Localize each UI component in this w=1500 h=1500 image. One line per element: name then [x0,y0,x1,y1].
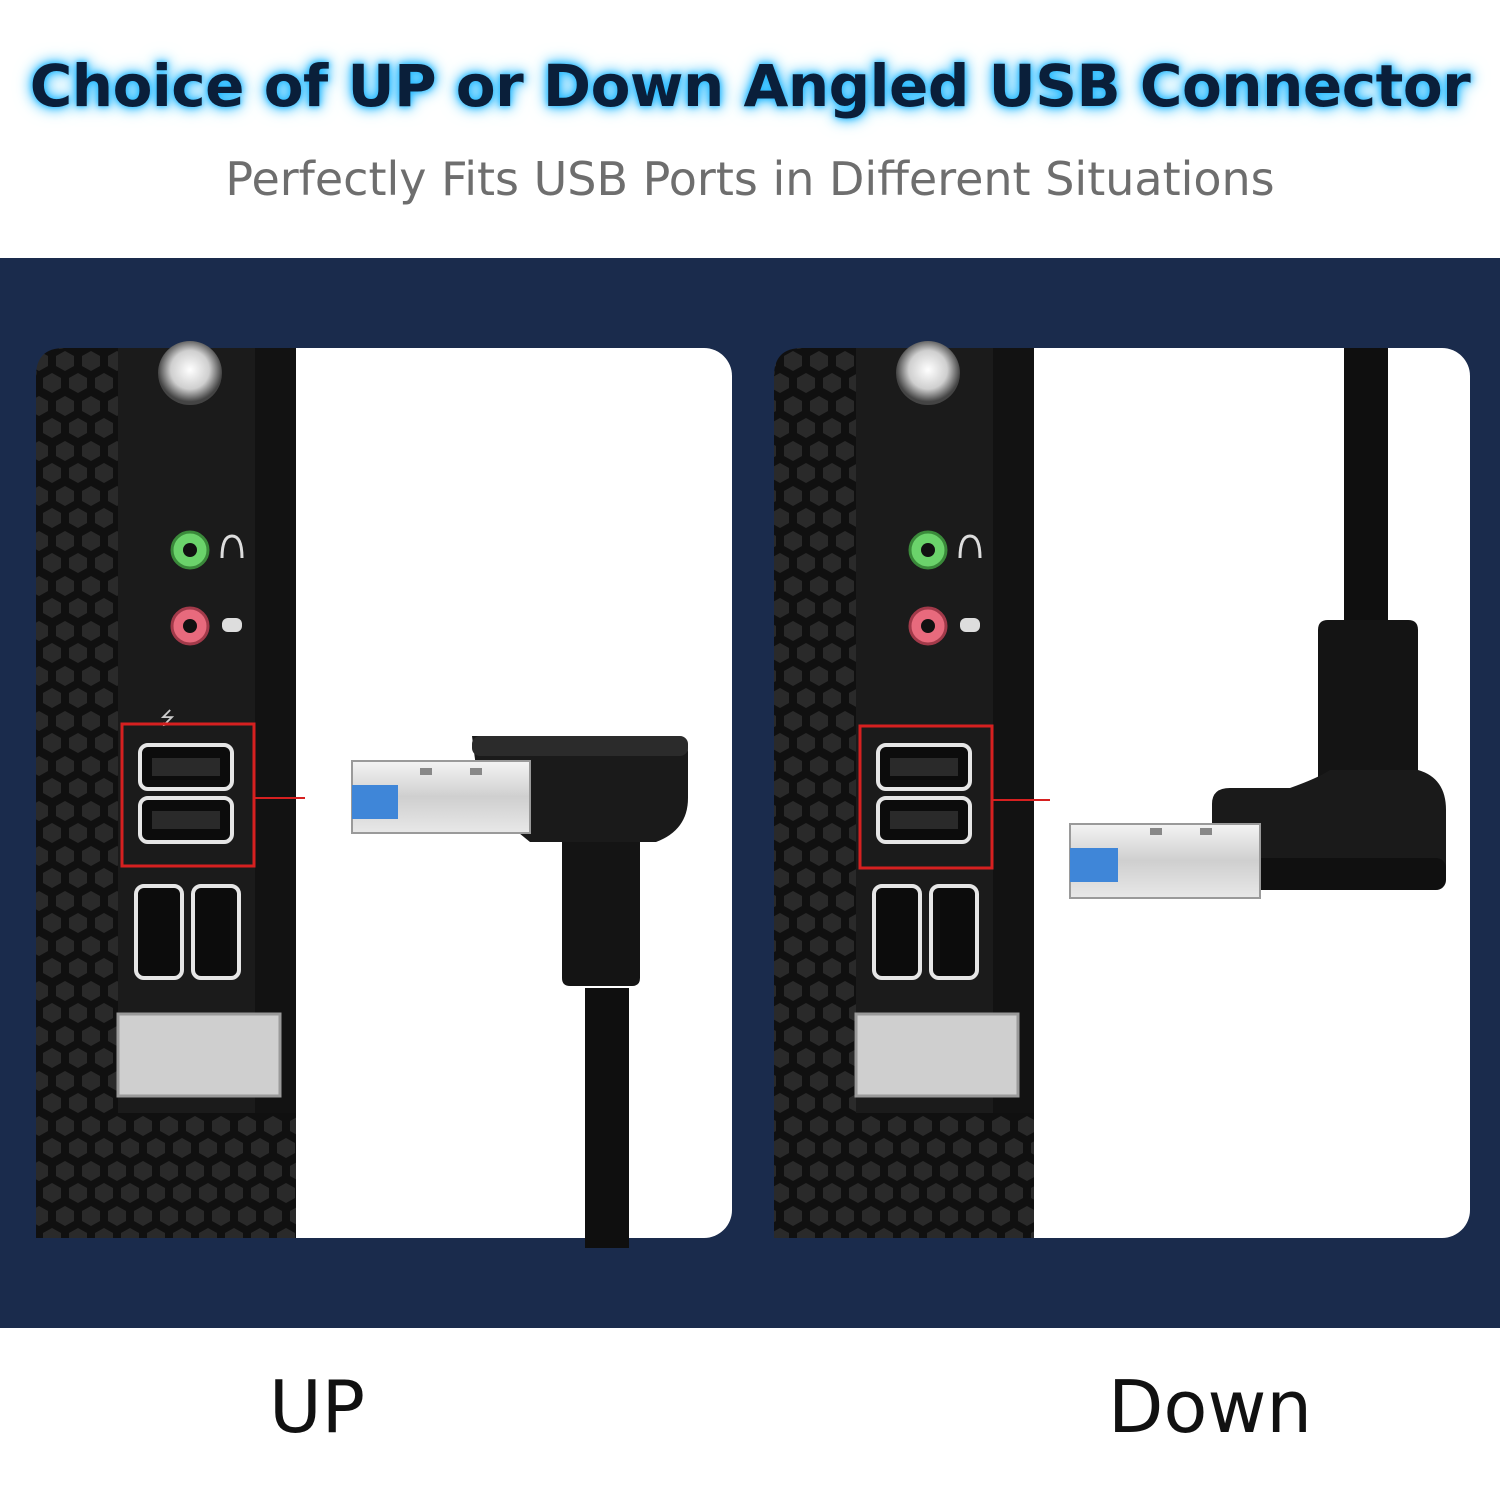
page-title: Choice of UP or Down Angled USB Connecto… [29,52,1471,120]
usb-plug-blue-insert [1070,848,1118,882]
case-grille [36,348,120,1238]
usb-highlight-box [858,724,994,870]
svg-text:⭍: ⭍ [160,708,175,729]
case-label-plate [116,1012,282,1098]
usb-highlight-box [120,722,256,868]
page-subtitle: Perfectly Fits USB Ports in Different Si… [225,152,1275,206]
caption-up: UP [268,1365,366,1449]
caption-down: Down [1107,1365,1312,1449]
power-led [158,341,222,405]
power-led [896,341,960,405]
usb-connector-down [1069,348,1446,899]
usb-plug-blue-insert [352,785,398,819]
usb-connector-up [351,736,688,1248]
case-grille [774,348,858,1238]
panel-up: ⭍ [36,341,732,1248]
product-photo-illustration: ⭍ [0,258,1500,1328]
case-label-plate [854,1012,1020,1098]
panel-down [774,341,1470,1238]
